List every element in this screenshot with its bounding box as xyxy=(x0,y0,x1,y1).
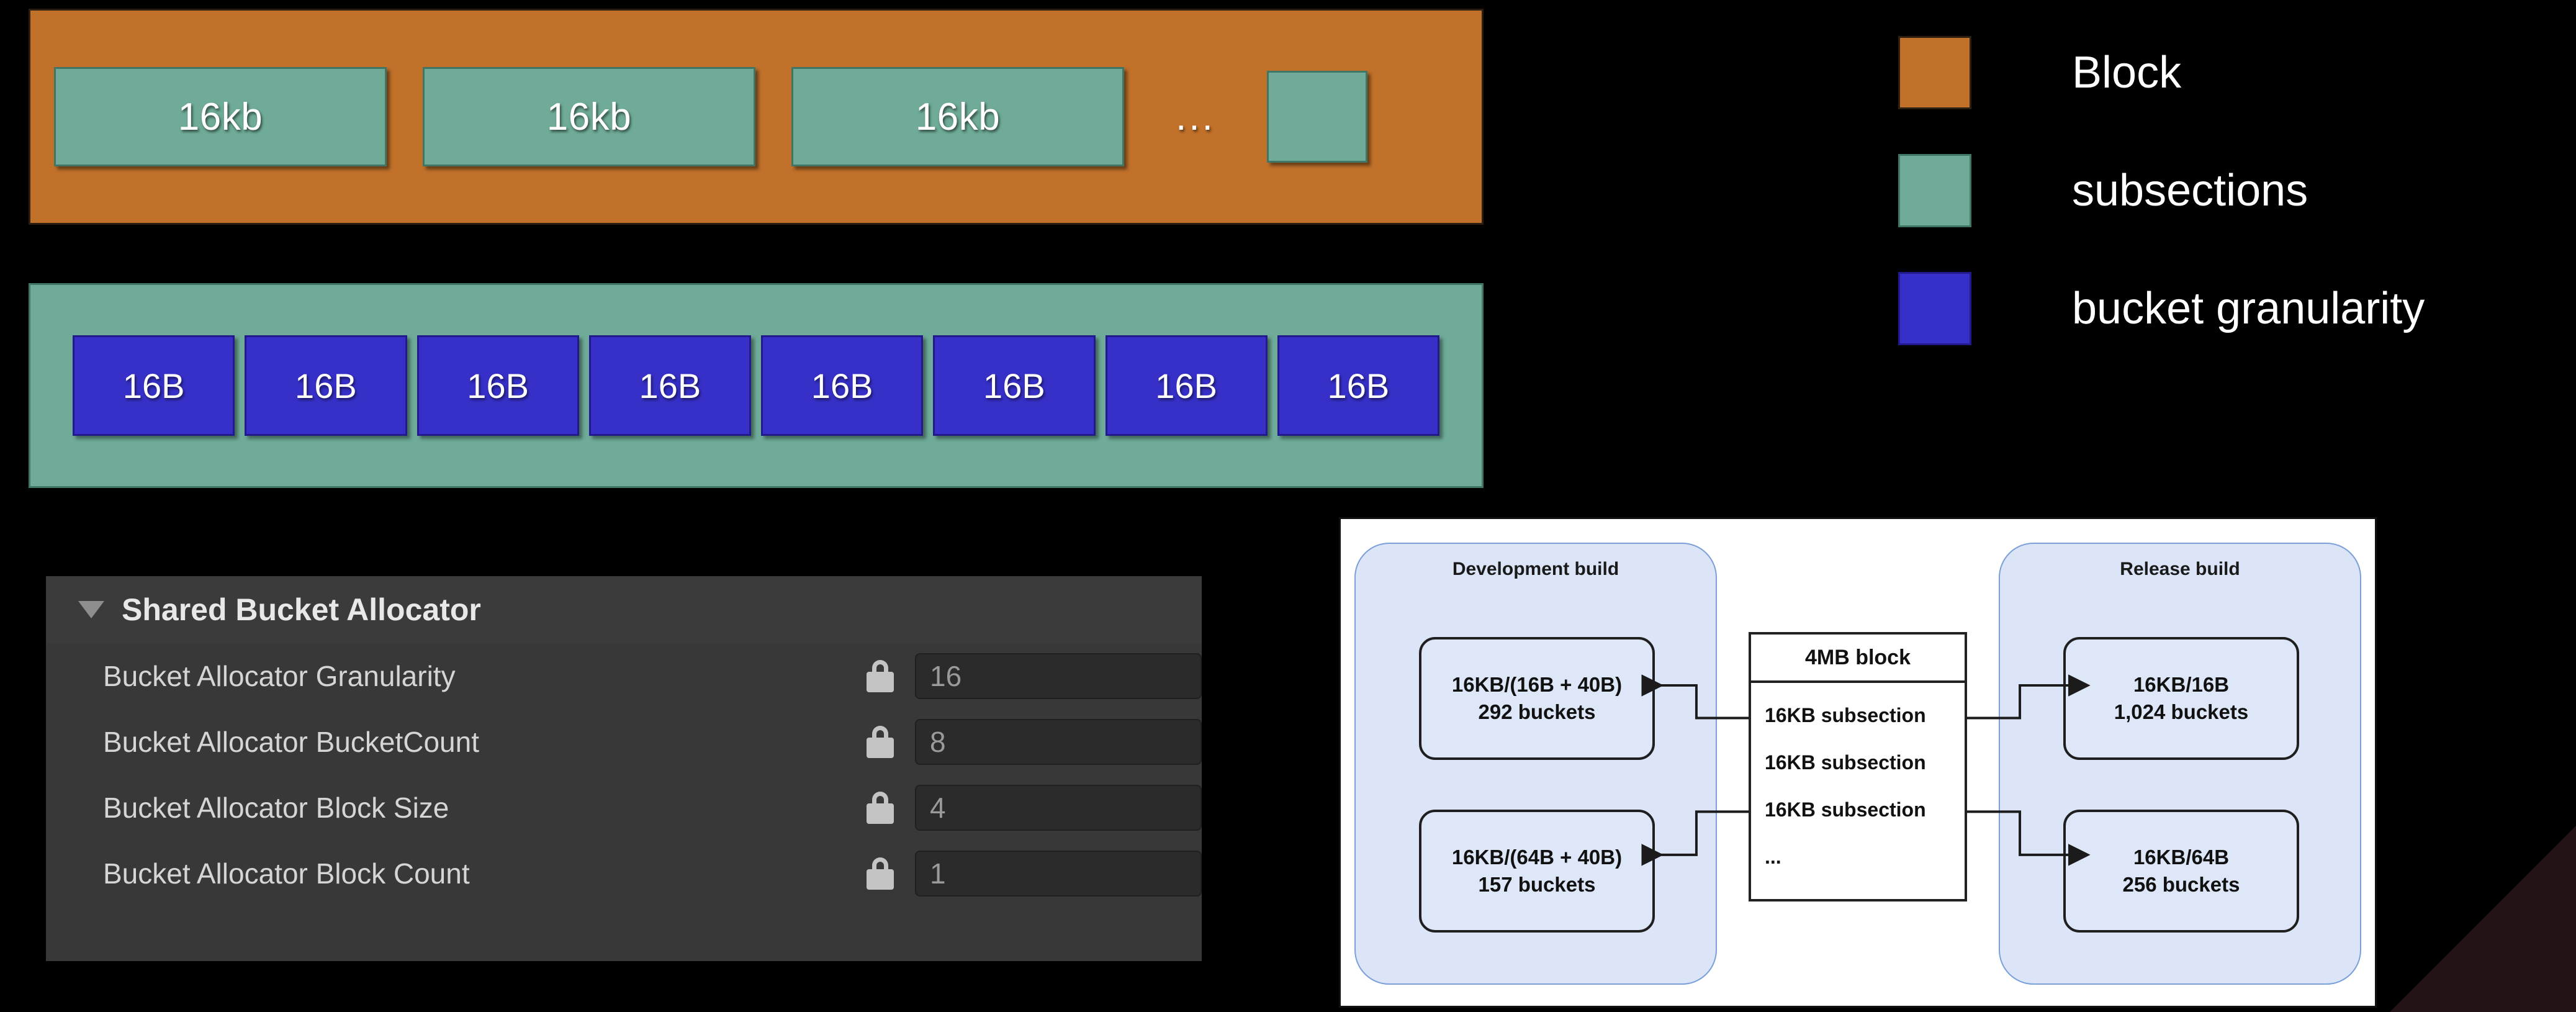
property-row-block-count: Bucket Allocator Block Count 1 xyxy=(46,841,1202,906)
dev-bottom-line1: 16KB/(64B + 40B) xyxy=(1451,845,1623,869)
rel-bottom-line2: 256 buckets xyxy=(2122,873,2240,896)
subsection-container: 16B 16B 16B 16B 16B 16B 16B 16B xyxy=(29,283,1484,488)
property-label: Bucket Allocator BucketCount xyxy=(103,726,479,758)
release-build-title: Release build xyxy=(2120,559,2240,579)
block-count-field[interactable]: 1 xyxy=(915,851,1202,897)
bucket-cell: 16B xyxy=(1277,335,1439,436)
bucket-cell: 16B xyxy=(245,335,407,436)
property-row-granularity: Bucket Allocator Granularity 16 xyxy=(46,643,1202,709)
subsection-cell: 16kb xyxy=(54,67,387,166)
bucket-label: 16B xyxy=(983,366,1045,405)
bucket-label: 16B xyxy=(467,366,529,405)
subsection-cell: 16kb xyxy=(791,67,1124,166)
bucket-label: 16B xyxy=(1155,366,1217,405)
property-label: Bucket Allocator Granularity xyxy=(103,660,456,692)
legend-swatch-subsections-icon xyxy=(1898,154,1971,227)
block-table-body: 16KB subsection 16KB subsection 16KB sub… xyxy=(1751,683,1965,899)
rel-bottom-box: 16KB/64B 256 buckets xyxy=(2063,810,2299,933)
property-row-block-size: Bucket Allocator Block Size 4 xyxy=(46,775,1202,841)
development-build-group: Development build 16KB/(16B + 40B) 292 b… xyxy=(1354,543,1717,985)
property-label: Bucket Allocator Block Count xyxy=(103,857,470,890)
bucket-label: 16B xyxy=(811,366,873,405)
legend-item-bucket-granularity: bucket granularity xyxy=(1898,250,2556,368)
lock-icon[interactable] xyxy=(867,857,894,890)
legend-label-subsections: subsections xyxy=(2072,166,2308,215)
bucket-cell: 16B xyxy=(1105,335,1268,436)
block-table-row: 16KB subsection xyxy=(1765,798,1926,821)
bucket-label: 16B xyxy=(1327,366,1390,405)
rel-bottom-line1: 16KB/64B xyxy=(2133,845,2230,869)
block-table-header: 4MB block xyxy=(1751,635,1965,683)
granularity-field[interactable]: 16 xyxy=(915,653,1202,699)
block-size-field[interactable]: 4 xyxy=(915,785,1202,831)
rel-top-line2: 1,024 buckets xyxy=(2114,700,2249,723)
block-container: 16kb 16kb 16kb ... xyxy=(29,9,1484,225)
dev-top-line2: 292 buckets xyxy=(1478,700,1596,723)
bucket-cell: 16B xyxy=(761,335,924,436)
lock-icon[interactable] xyxy=(867,792,894,824)
bucket-cell: 16B xyxy=(933,335,1096,436)
rel-top-line1: 16KB/16B xyxy=(2133,672,2230,696)
rel-top-box: 16KB/16B 1,024 buckets xyxy=(2063,637,2299,760)
corner-decoration xyxy=(2390,826,2576,1012)
development-build-title: Development build xyxy=(1452,559,1619,579)
block-table-row-ellipsis: ... xyxy=(1765,846,1781,868)
subsection-label: 16kb xyxy=(178,95,263,138)
block-table-row: 16KB subsection xyxy=(1765,751,1926,774)
bucket-label: 16B xyxy=(639,366,701,405)
property-label: Bucket Allocator Block Size xyxy=(103,792,449,824)
subsection-cell-partial xyxy=(1267,71,1367,163)
block-subsection-strip: 16kb 16kb 16kb ... xyxy=(30,11,1482,223)
dev-top-line1: 16KB/(16B + 40B) xyxy=(1451,672,1623,696)
legend-label-bucket-granularity: bucket granularity xyxy=(2072,284,2425,333)
dev-top-box: 16KB/(16B + 40B) 292 buckets xyxy=(1419,637,1655,760)
bucket-cell: 16B xyxy=(417,335,579,436)
chevron-down-icon[interactable] xyxy=(78,601,104,618)
dev-bottom-box: 16KB/(64B + 40B) 157 buckets xyxy=(1419,810,1655,933)
legend-swatch-block-icon xyxy=(1898,36,1971,109)
4mb-block-table: 4MB block 16KB subsection 16KB subsectio… xyxy=(1749,632,1967,901)
legend-item-subsections: subsections xyxy=(1898,132,2556,250)
lock-icon[interactable] xyxy=(867,660,894,692)
page-title: Shared Bucket Allocator xyxy=(122,592,481,627)
legend-label-block: Block xyxy=(2072,48,2182,97)
subsection-label: 16kb xyxy=(546,95,632,138)
ellipsis-label: ... xyxy=(1176,95,1215,138)
property-row-bucketcount: Bucket Allocator BucketCount 8 xyxy=(46,709,1202,775)
inspector-foldout-header[interactable]: Shared Bucket Allocator xyxy=(46,576,1202,643)
block-table-row: 16KB subsection xyxy=(1765,704,1926,726)
dev-bottom-line2: 157 buckets xyxy=(1478,873,1596,896)
subsection-cell: 16kb xyxy=(423,67,755,166)
legend-swatch-bucket-icon xyxy=(1898,272,1971,345)
legend-item-block: Block xyxy=(1898,14,2556,132)
subsection-label: 16kb xyxy=(915,95,1001,138)
release-build-group: Release build 16KB/16B 1,024 buckets 16K… xyxy=(1999,543,2361,985)
bucket-cell: 16B xyxy=(73,335,235,436)
legend: Block subsections bucket granularity xyxy=(1898,14,2556,368)
bucket-label: 16B xyxy=(295,366,357,405)
bucket-cell: 16B xyxy=(588,335,751,436)
bucket-label: 16B xyxy=(122,366,185,405)
shared-bucket-allocator-inspector: Shared Bucket Allocator Bucket Allocator… xyxy=(46,576,1202,961)
lock-icon[interactable] xyxy=(867,726,894,758)
bucket-allocator-diagram: Development build 16KB/(16B + 40B) 292 b… xyxy=(1339,517,2377,1008)
bucketcount-field[interactable]: 8 xyxy=(915,719,1202,765)
